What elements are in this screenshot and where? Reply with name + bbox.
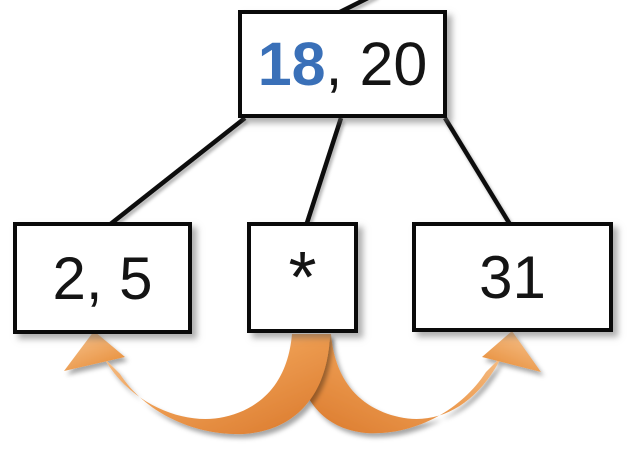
leaf-node-middle: *: [247, 222, 358, 333]
root-key-primary: 18: [257, 30, 326, 98]
root-node: 18, 20: [238, 10, 447, 118]
leaf-link-arrow-right: [293, 331, 541, 434]
leaf-link-arrow-left: [64, 331, 330, 435]
leaf-node-middle-label: *: [288, 237, 317, 318]
edge-root-to-right-leaf: [443, 116, 513, 228]
edge-root-to-parent-stub: [338, 0, 370, 15]
leaf-link-arrow-left-head: [64, 331, 125, 371]
leaf-node-left: 2, 5: [13, 222, 192, 334]
edge-root-to-left-leaf: [106, 116, 247, 228]
leaf-node-right-label: 31: [479, 243, 546, 311]
root-key-rest: , 20: [325, 30, 428, 98]
leaf-node-left-label: 2, 5: [52, 244, 153, 312]
leaf-link-arrow-right-ribbon: [293, 334, 502, 434]
edge-root-to-middle-leaf: [303, 117, 344, 227]
leaf-link-arrow-left-ribbon: [104, 334, 330, 435]
leaf-link-arrow-right-head: [482, 331, 541, 372]
leaf-node-right: 31: [412, 222, 613, 332]
